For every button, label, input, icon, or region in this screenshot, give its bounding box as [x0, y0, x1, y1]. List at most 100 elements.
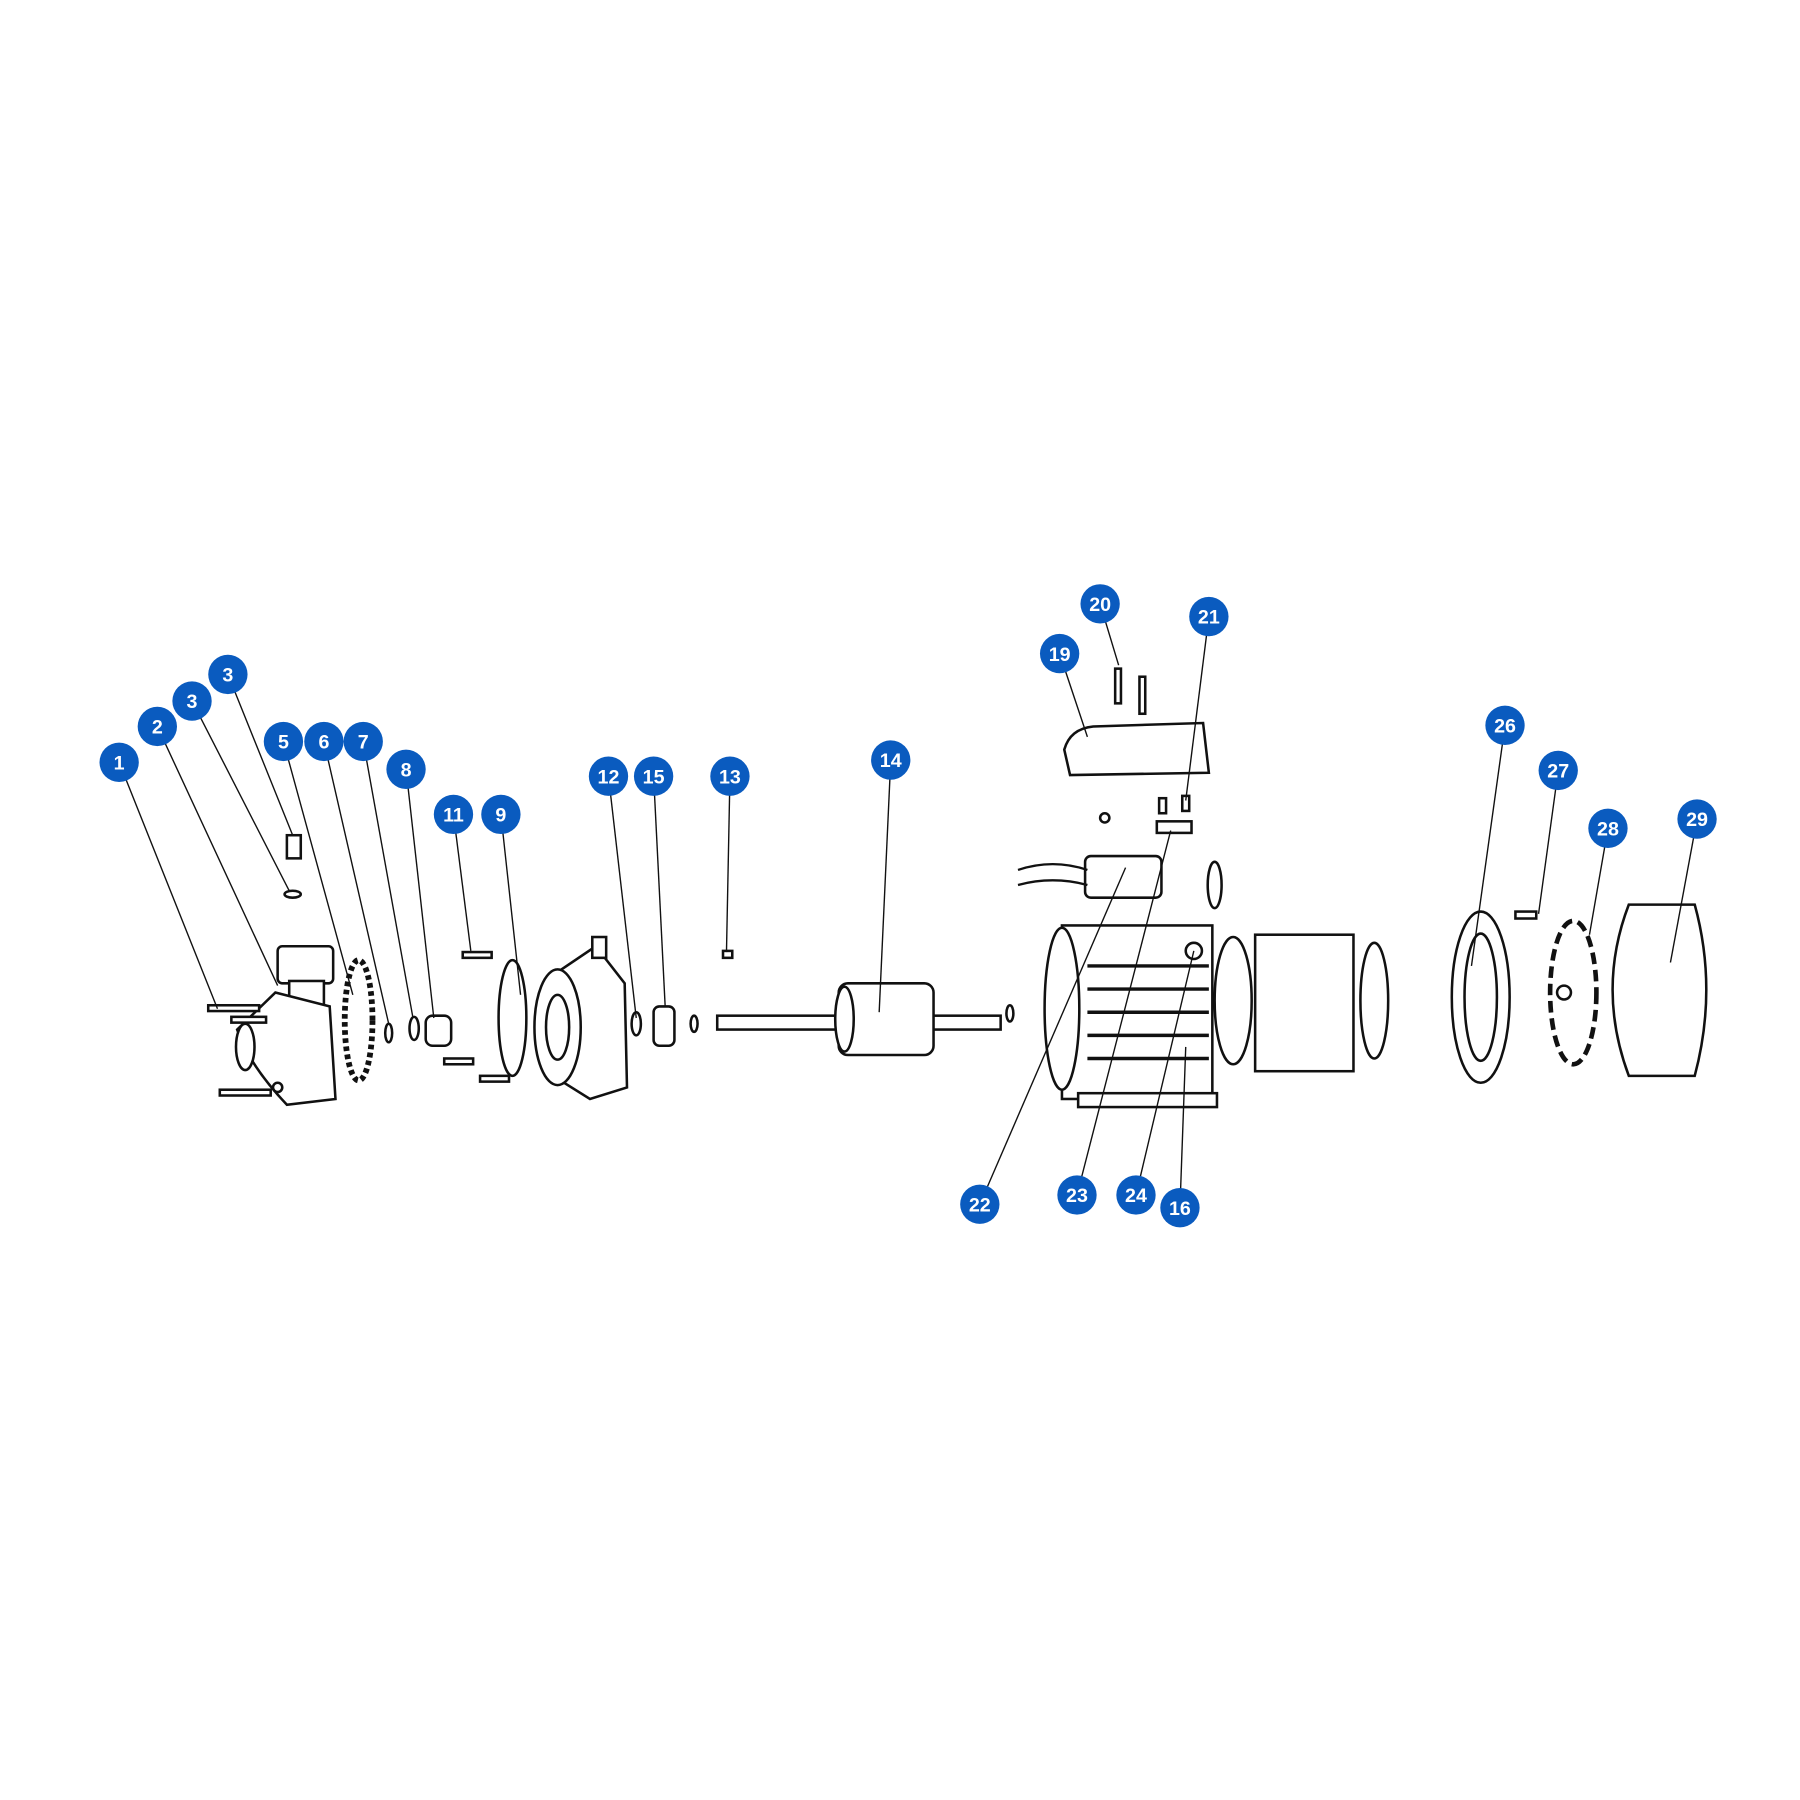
leader-line-c23	[1076, 830, 1172, 1196]
leader-lines	[118, 603, 1698, 1208]
leader-line-c14	[878, 759, 892, 1013]
callout-badge-c7: 7	[343, 721, 383, 762]
badge-label: 5	[278, 732, 289, 754]
badge-circle	[481, 794, 521, 835]
callout-badge-c5: 5	[263, 721, 304, 762]
leader-line-c1	[118, 762, 219, 1009]
leader-line-c3a	[191, 700, 290, 892]
badge-circle	[343, 721, 383, 762]
bolts	[206, 833, 511, 1097]
badge-circle	[960, 1184, 1000, 1224]
mechanical-seal	[424, 1014, 453, 1048]
callout-badge-c19: 19	[1039, 633, 1080, 674]
callout-badge-c28: 28	[1588, 808, 1628, 848]
shaft-rotor	[715, 982, 1015, 1057]
leader-line-c2	[156, 726, 279, 986]
badge-label: 1	[114, 752, 125, 774]
leader-line-c26	[1470, 725, 1506, 967]
leader-line-c3b	[227, 674, 294, 836]
seal-ring	[408, 1015, 421, 1042]
badge-circle	[1538, 750, 1578, 791]
badge-label: 27	[1547, 761, 1569, 783]
rear-flange	[1450, 910, 1538, 1085]
badge-circle	[99, 742, 139, 783]
badge-label: 16	[1169, 1198, 1191, 1220]
badge-circle	[1485, 705, 1525, 745]
badge-circle	[304, 721, 344, 762]
callout-badge-c20: 20	[1080, 584, 1120, 624]
callout-badge-c15: 15	[633, 756, 674, 796]
leader-line-c5	[282, 741, 354, 996]
badge-circle	[1588, 808, 1628, 848]
leader-line-c24	[1135, 950, 1195, 1196]
bearing	[652, 1005, 676, 1048]
badge-label: 21	[1198, 607, 1220, 629]
leader-line-c29	[1669, 818, 1698, 963]
badge-label: 7	[358, 732, 369, 754]
motor-frame	[1043, 924, 1219, 1109]
badge-circle	[263, 721, 304, 762]
callout-badge-c9: 9	[481, 794, 521, 835]
badge-label: 3	[222, 665, 233, 687]
badge-label: 15	[643, 766, 665, 788]
badge-circle	[1116, 1175, 1156, 1215]
pump-housing	[234, 945, 337, 1107]
badge-label: 24	[1125, 1185, 1147, 1207]
callout-badge-c3b: 3	[208, 654, 248, 695]
badge-label: 26	[1494, 715, 1516, 737]
badge-label: 20	[1089, 594, 1111, 616]
callout-badge-c12: 12	[588, 756, 629, 796]
washer	[383, 1022, 394, 1044]
callout-badge-c6: 6	[304, 721, 344, 762]
stator	[1213, 933, 1390, 1073]
fan-cover	[1611, 903, 1708, 1078]
badge-label: 11	[443, 805, 464, 827]
leader-line-c9	[500, 814, 522, 995]
leader-line-c21	[1185, 616, 1210, 801]
leader-line-c15	[652, 776, 666, 1007]
callout-badge-c8: 8	[386, 749, 426, 789]
bracket	[533, 935, 629, 1101]
pump-parts	[206, 667, 1708, 1109]
callout-badge-c24: 24	[1116, 1175, 1156, 1215]
leader-line-c6	[323, 741, 390, 1024]
callout-badge-c11: 11	[433, 794, 474, 835]
badge-circle	[208, 654, 248, 695]
callout-badge-c3a: 3	[172, 681, 212, 721]
badge-circle	[433, 794, 474, 835]
callout-badge-c16: 16	[1160, 1188, 1200, 1228]
callout-badge-c27: 27	[1538, 750, 1578, 791]
terminal-box-cover	[1062, 667, 1211, 835]
badge-label: 23	[1066, 1185, 1088, 1207]
badge-label: 14	[880, 750, 902, 772]
fan	[1547, 918, 1599, 1067]
callout-badge-c14: 14	[871, 740, 911, 780]
leader-line-c27	[1537, 770, 1559, 914]
badge-label: 9	[495, 805, 506, 827]
o-ring	[497, 958, 528, 1078]
leader-line-c16	[1179, 1046, 1187, 1208]
badge-circle	[1057, 1175, 1097, 1215]
badge-circle	[386, 749, 426, 789]
badge-circle	[172, 681, 212, 721]
badge-circle	[1677, 799, 1717, 839]
leader-line-c8	[405, 769, 435, 1019]
badge-label: 19	[1049, 644, 1071, 666]
leader-line-c13	[725, 776, 731, 953]
callout-badge-c29: 29	[1677, 799, 1717, 839]
badge-circle	[588, 756, 629, 796]
badge-circle	[137, 706, 177, 747]
badge-label: 3	[187, 691, 198, 713]
leader-line-c12	[607, 776, 637, 1019]
callout-badge-c22: 22	[960, 1184, 1000, 1224]
badge-label: 13	[719, 766, 741, 788]
callout-badge-c21: 21	[1189, 596, 1229, 637]
callout-badge-c23: 23	[1057, 1175, 1097, 1215]
capacitor	[1017, 854, 1223, 910]
leader-line-c11	[452, 814, 472, 951]
badge-label: 8	[401, 759, 412, 781]
key	[721, 949, 734, 960]
badge-circle	[633, 756, 674, 796]
